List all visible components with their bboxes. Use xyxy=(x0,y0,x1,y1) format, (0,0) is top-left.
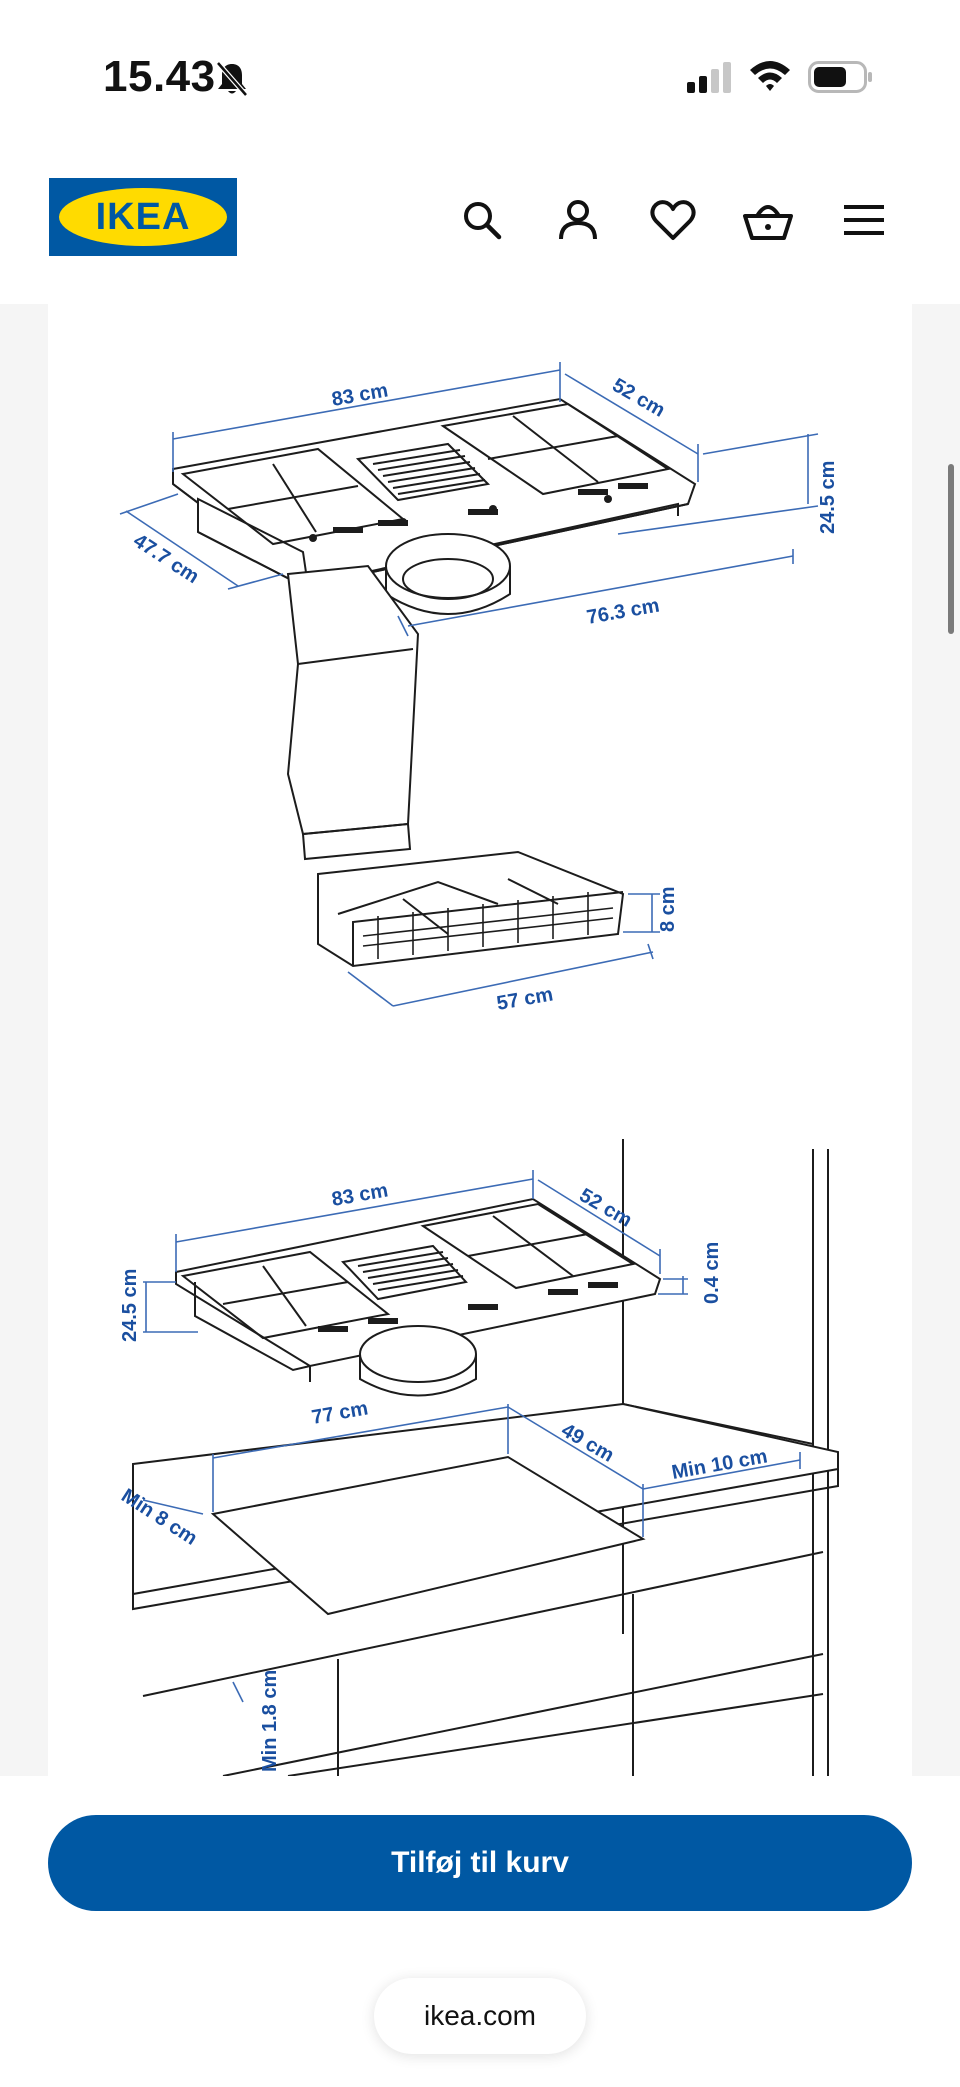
browser-url-bar[interactable]: ikea.com xyxy=(374,1978,586,2054)
dim2-glass-label: 0.4 cm xyxy=(701,1242,723,1304)
dim1-bottom-width-label: 76.3 cm xyxy=(585,595,661,629)
add-to-cart-button[interactable]: Tilføj til kurv xyxy=(48,1815,912,1911)
basket-icon[interactable] xyxy=(738,190,798,250)
product-image-frame: 83 cm 52 cm 24.5 cm 47.7 cm 76.3 cm 8 cm… xyxy=(48,304,912,1776)
cooktop-drawing-1: 83 cm 52 cm 24.5 cm 47.7 cm 76.3 cm 8 cm… xyxy=(119,362,839,1015)
dim2-min-thickness-label: Min 1.8 cm xyxy=(259,1670,281,1772)
wifi-icon xyxy=(750,61,790,91)
account-icon[interactable] xyxy=(548,190,608,250)
dim1-width-label: 83 cm xyxy=(330,379,390,411)
product-image-gallery[interactable]: 83 cm 52 cm 24.5 cm 47.7 cm 76.3 cm 8 cm… xyxy=(0,304,960,1776)
dim1-height-label: 24.5 cm xyxy=(817,461,839,534)
status-bar: 15.43 xyxy=(0,0,960,160)
dimension-drawing: 83 cm 52 cm 24.5 cm 47.7 cm 76.3 cm 8 cm… xyxy=(117,362,839,1776)
dim1-depth-label: 52 cm xyxy=(609,374,669,421)
site-header: IKEA xyxy=(0,160,960,304)
battery-icon xyxy=(808,61,872,93)
status-time: 15.43 xyxy=(103,52,216,101)
dim2-cutout-width-label: 77 cm xyxy=(310,1397,370,1429)
logo-text: IKEA xyxy=(95,195,191,238)
cellular-signal-icon xyxy=(687,62,731,93)
browser-url-text: ikea.com xyxy=(423,2000,537,2031)
search-icon[interactable] xyxy=(452,190,512,250)
dim2-height-label: 24.5 cm xyxy=(119,1269,141,1342)
dim1-filter-height-label: 8 cm xyxy=(657,886,679,932)
dim1-filter-width-label: 57 cm xyxy=(495,983,555,1015)
ikea-logo[interactable]: IKEA xyxy=(49,178,237,256)
bell-slash-icon xyxy=(216,61,248,97)
bottom-action-bar: Tilføj til kurv ikea.com xyxy=(0,1776,960,2087)
gallery-scrollbar[interactable] xyxy=(948,464,954,634)
menu-icon[interactable] xyxy=(834,190,894,250)
cooktop-drawing-2: 83 cm 52 cm 0.4 cm 24.5 cm 77 cm 49 cm M… xyxy=(117,1139,839,1776)
logo-ellipse: IKEA xyxy=(59,188,227,246)
heart-icon[interactable] xyxy=(643,190,703,250)
dim2-depth-label: 52 cm xyxy=(576,1184,636,1231)
